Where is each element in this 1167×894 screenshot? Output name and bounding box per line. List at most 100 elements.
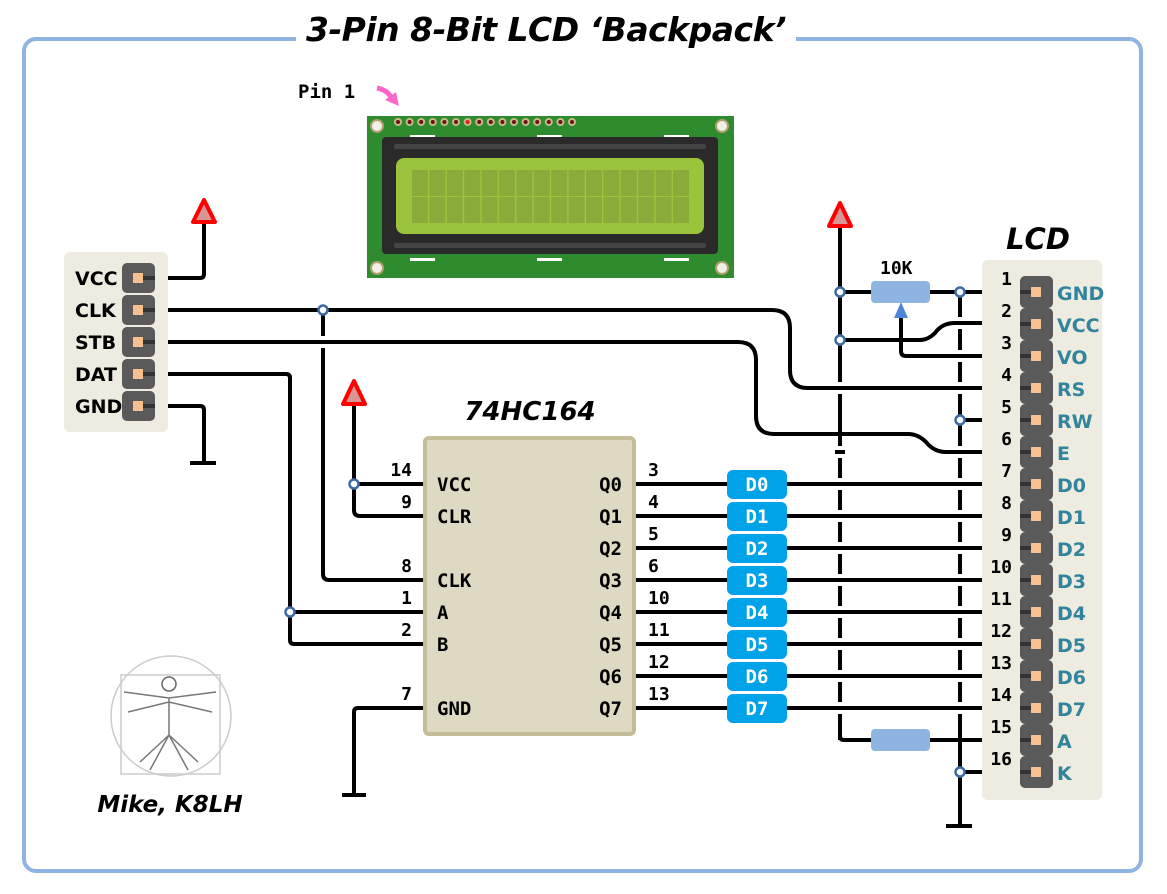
bus-label-text: D7 — [746, 698, 769, 720]
chip-right-pin-number: 12 — [648, 652, 670, 673]
lcd-char-cell — [516, 170, 533, 196]
lcd-pin-number: 10 — [990, 557, 1012, 578]
connector-pin-label: CLK — [75, 300, 117, 322]
chip-left-pin-name: A — [437, 602, 449, 624]
chip-right-pin-number: 4 — [648, 492, 659, 513]
chip-right-pin-name: Q6 — [599, 666, 622, 688]
lcd-char-cell — [533, 197, 550, 223]
lcd-pin-name: RW — [1057, 411, 1093, 433]
potentiometer-10k — [871, 281, 930, 303]
chip-right-pin-number: 5 — [648, 524, 659, 545]
lcd-char-cell — [551, 170, 568, 196]
connector-pin-label: STB — [75, 332, 116, 354]
lcd-module-image — [367, 116, 734, 278]
lcd-pin-number: 7 — [1001, 461, 1012, 482]
lcd-pin-number: 1 — [1001, 269, 1012, 290]
chip-right-pin-number: 10 — [648, 588, 670, 609]
chip-right-pin-number: 6 — [648, 556, 659, 577]
chip-left-pin-name: CLR — [437, 506, 472, 528]
lcd-char-cell — [412, 170, 428, 196]
lcd-pin-name: D2 — [1057, 539, 1086, 561]
chip-left-pin-number: 2 — [401, 620, 412, 641]
bus-label-text: D6 — [746, 666, 769, 688]
lcd-pin-name: D4 — [1057, 603, 1086, 625]
lcd-pin-name: D0 — [1057, 475, 1086, 497]
lcd-char-cell — [516, 197, 533, 223]
lcd-char-cell — [568, 197, 585, 223]
chip-right-pin-name: Q2 — [599, 538, 622, 560]
lcd-pin-number: 5 — [1001, 397, 1012, 418]
chip-right-pin-name: Q1 — [599, 506, 622, 528]
lcd-char-cell — [586, 170, 602, 196]
junction-dot — [834, 286, 846, 298]
shift-register-chip: 74HC164 VCC14CLR9CLK8A1B2GND7Q03Q14Q25Q3… — [390, 397, 670, 736]
lcd-char-cell — [655, 170, 672, 196]
backlight-resistor — [871, 729, 930, 751]
bus-label-d7 — [727, 694, 787, 723]
lcd-pin-name: D1 — [1057, 507, 1086, 529]
lcd-char-cell — [446, 170, 463, 196]
junction-dot — [284, 606, 296, 618]
lcd-char-cell — [464, 197, 481, 223]
lcd-char-cell — [620, 170, 637, 196]
author-name: Mike, K8LH — [97, 792, 242, 818]
connector-pin-label: VCC — [75, 268, 118, 290]
diagram-title: 3-Pin 8-Bit LCD ‘Backpack’ — [296, 10, 797, 49]
junction-dot — [317, 304, 329, 316]
lcd-pin-number: 16 — [990, 749, 1012, 770]
lcd-pin-name: D5 — [1057, 635, 1086, 657]
chip-right-pin-name: Q4 — [599, 602, 622, 624]
lcd-char-cell — [481, 170, 498, 196]
bus-label-text: D1 — [746, 506, 769, 528]
lcd-pin-name: E — [1057, 443, 1070, 465]
lcd-pin-name: A — [1057, 731, 1072, 753]
junction-dot — [954, 414, 966, 426]
bus-label-text: D5 — [746, 634, 769, 656]
vcc-symbols — [191, 198, 853, 406]
lcd-char-cell — [533, 170, 550, 196]
bus-label-text: D3 — [746, 570, 769, 592]
lcd-char-cell — [412, 197, 428, 223]
chip-right-pin-number: 13 — [648, 684, 670, 705]
lcd-char-cell — [673, 197, 689, 223]
vcc-symbol-icon — [341, 379, 367, 406]
lcd-pin-number: 3 — [1001, 333, 1012, 354]
chip-left-pin-name: B — [437, 634, 448, 656]
chip-right-pin-number: 11 — [648, 620, 670, 641]
lcd-pin-name: K — [1057, 763, 1073, 785]
chip-name: 74HC164 — [464, 397, 595, 427]
lcd-char-cell — [499, 197, 515, 223]
lcd-char-cell — [638, 197, 655, 223]
lcd-char-cell — [481, 197, 498, 223]
connector-pin-label: GND — [75, 396, 122, 418]
lcd-pin-name: D3 — [1057, 571, 1086, 593]
lcd-pin-name: VCC — [1057, 315, 1100, 337]
lcd-pin-number: 15 — [990, 717, 1012, 738]
chip-left-pin-number: 1 — [401, 588, 412, 609]
junction-dot — [348, 478, 360, 490]
lcd-pin-number: 2 — [1001, 301, 1012, 322]
junction-dot — [954, 286, 966, 298]
lcd-pin-number: 8 — [1001, 493, 1012, 514]
bus-label-d4 — [727, 598, 787, 627]
lcd-pin-name: D6 — [1057, 667, 1086, 689]
bus-label-d0 — [727, 470, 787, 499]
potentiometer-label: 10K — [880, 258, 913, 279]
chip-left-pin-number: 8 — [401, 556, 412, 577]
chip-right-pin-name: Q7 — [599, 698, 622, 720]
chip-left-pin-name: VCC — [437, 474, 471, 496]
lcd-char-cell — [429, 170, 446, 196]
lcd-char-cell — [655, 197, 672, 223]
lcd-char-cell — [620, 197, 637, 223]
lcd-char-cell — [464, 170, 481, 196]
potentiometer-wiper-icon — [894, 302, 908, 318]
lcd-char-cell — [446, 197, 463, 223]
chip-right-pin-name: Q3 — [599, 570, 622, 592]
chip-left-pin-number: 7 — [401, 684, 412, 705]
chip-left-pin-number: 9 — [401, 492, 412, 513]
lcd-char-cell — [568, 170, 585, 196]
lcd-char-cell — [603, 197, 620, 223]
